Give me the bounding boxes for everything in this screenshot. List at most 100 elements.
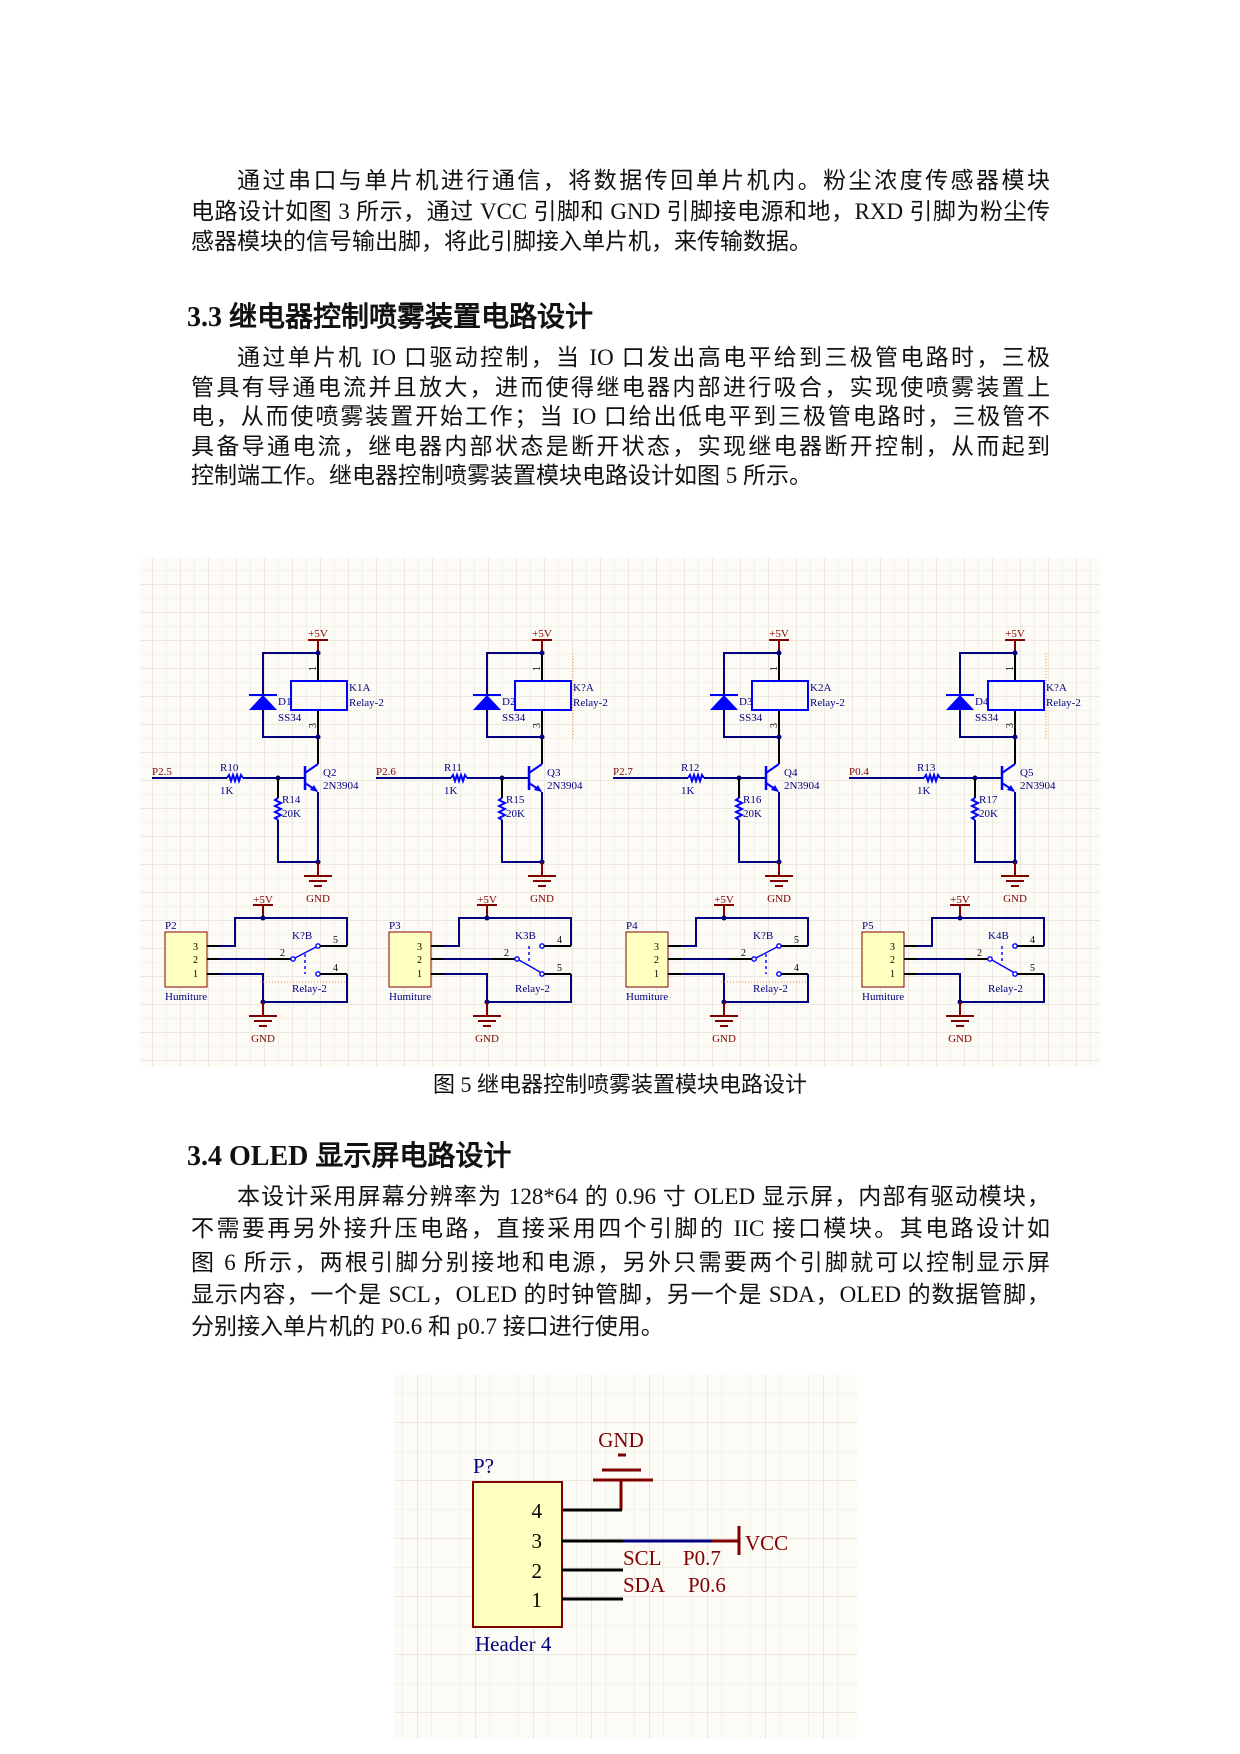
coil-pin-number: 3 (308, 723, 319, 728)
contact-terminal-icon (315, 971, 321, 977)
transistor-value: 2N3904 (323, 780, 359, 792)
relay-contact-ref: K?B (292, 930, 312, 942)
signal-name: SDA (623, 1573, 666, 1597)
pulldown-resistor-value: 20K (743, 808, 762, 820)
contact-pin-number: 2 (504, 948, 509, 959)
power-label: VCC (745, 1531, 788, 1555)
oled-schematic-drawing: GND P? 4 3 2 1 VCC SCL P0.7 SDA P0.6 Hea… (472, 1428, 788, 1656)
wire (959, 710, 1015, 738)
output-circuit-2: +5V P3 3 2 1 (388, 894, 572, 1045)
header-pin-number: 2 (193, 955, 198, 966)
header-value: Humiture (862, 991, 904, 1003)
relay-contact-value: Relay-2 (753, 983, 788, 995)
coil-pin-number: 1 (1005, 666, 1016, 671)
junction-dot (776, 650, 782, 656)
relay-contact-ref: K4B (988, 930, 1009, 942)
transistor-collector (1001, 763, 1016, 774)
transistor-value: 2N3904 (547, 780, 583, 792)
relay-coil-icon (290, 680, 348, 711)
relay-coil-value: Relay-2 (573, 697, 608, 709)
driver-circuit-2: +5V 1 3 D2 SS34 K?A Relay-2 P2.6 (376, 628, 608, 905)
diode-value: SS34 (739, 712, 763, 724)
wire (917, 973, 1045, 1003)
power-label: +5V (769, 628, 789, 640)
header-value: Humiture (165, 991, 207, 1003)
ground-label: GND (251, 1033, 275, 1045)
wire (974, 820, 1015, 863)
junction-dot (1012, 650, 1018, 656)
header-ref: P5 (862, 920, 874, 932)
transistor-ref: Q5 (1020, 767, 1034, 779)
wire (277, 820, 318, 863)
coil-pin-number: 3 (532, 723, 543, 728)
relay-coil-ref: K?A (573, 682, 594, 694)
header-ref: P3 (389, 920, 401, 932)
contact-terminal-icon (751, 956, 757, 962)
diode-icon (946, 695, 974, 710)
header-pin-number: 2 (532, 1559, 543, 1583)
intro-paragraph-line: 感器模块的信号输出脚，将此引脚接入单片机，来传输数据。 (191, 229, 812, 254)
pulldown-resistor-ref: R16 (743, 794, 762, 806)
diode-ref: D3 (739, 696, 753, 708)
section-3-3-line: 管具有导通电流并且放大，进而使得继电器内部进行吸合，实现使喷雾装置上 (191, 375, 1050, 400)
power-label: +5V (1005, 628, 1025, 640)
coil-pin-number: 1 (769, 666, 780, 671)
contact-pin-number: 2 (741, 948, 746, 959)
contact-terminal-icon (514, 956, 520, 962)
base-resistor-ref: R13 (917, 762, 936, 774)
power-label: +5V (950, 894, 970, 906)
header-ref: P2 (165, 920, 177, 932)
output-circuit-4: +5V P5 3 2 1 (861, 894, 1045, 1045)
header-pin-number: 4 (532, 1499, 543, 1523)
relay-contact-value: Relay-2 (292, 983, 327, 995)
transistor-ref: Q3 (547, 767, 561, 779)
transistor-collector (528, 763, 543, 774)
header-pin-number: 3 (417, 942, 422, 953)
input-net-label: P2.5 (152, 766, 172, 778)
ground-label: GND (598, 1428, 644, 1452)
header-pin-number: 2 (654, 955, 659, 966)
relay-contact-ref: K?B (753, 930, 773, 942)
pulldown-resistor-value: 20K (282, 808, 301, 820)
junction-dot (315, 650, 321, 656)
header-connector-icon (388, 931, 432, 988)
contact-pin-number: 2 (280, 948, 285, 959)
wire (681, 973, 809, 1003)
header-value: Header 4 (475, 1632, 552, 1656)
junction-dot (539, 734, 545, 740)
base-resistor-value: 1K (681, 785, 695, 797)
junction-dot (721, 915, 727, 921)
wire (444, 973, 572, 1003)
wire (220, 917, 348, 947)
header-ref: P4 (626, 920, 638, 932)
base-resistor-ref: R11 (444, 762, 462, 774)
junction-dot (315, 734, 321, 740)
relay-coil-ref: K?A (1046, 682, 1067, 694)
diode-ref: D4 (975, 696, 989, 708)
power-label: +5V (253, 894, 273, 906)
relay-coil-icon (751, 680, 809, 711)
resistor-icon (687, 771, 705, 785)
section-3-4-line: 分别接入单片机的 P0.6 和 p0.7 接口进行使用。 (191, 1314, 664, 1339)
contact-terminal-icon (987, 956, 993, 962)
relay-coil-icon (514, 680, 572, 711)
wire (262, 652, 318, 695)
ground-label: GND (712, 1033, 736, 1045)
contact-terminal-icon (1012, 971, 1018, 977)
base-resistor-value: 1K (444, 785, 458, 797)
wire (917, 917, 1045, 947)
driver-circuit-3: +5V 1 3 D3 SS34 K2A Relay-2 P2.7 (613, 628, 845, 905)
contact-terminal-icon (539, 943, 545, 949)
relay-contact-value: Relay-2 (988, 983, 1023, 995)
figure-5-caption: 图 5 继电器控制喷雾装置模块电路设计 (432, 1072, 807, 1097)
coil-pin-number: 1 (532, 666, 543, 671)
input-net-label: P2.7 (613, 766, 633, 778)
transistor-value: 2N3904 (784, 780, 820, 792)
section-heading-3-4: 3.4 OLED 显示屏电路设计 (187, 1141, 512, 1172)
signal-name: SCL (623, 1546, 662, 1570)
wire (486, 710, 542, 738)
relay-contact-value: Relay-2 (515, 983, 550, 995)
relay-contact-ref: K3B (515, 930, 536, 942)
resistor-icon (450, 771, 468, 785)
pulldown-resistor-ref: R14 (282, 794, 301, 806)
